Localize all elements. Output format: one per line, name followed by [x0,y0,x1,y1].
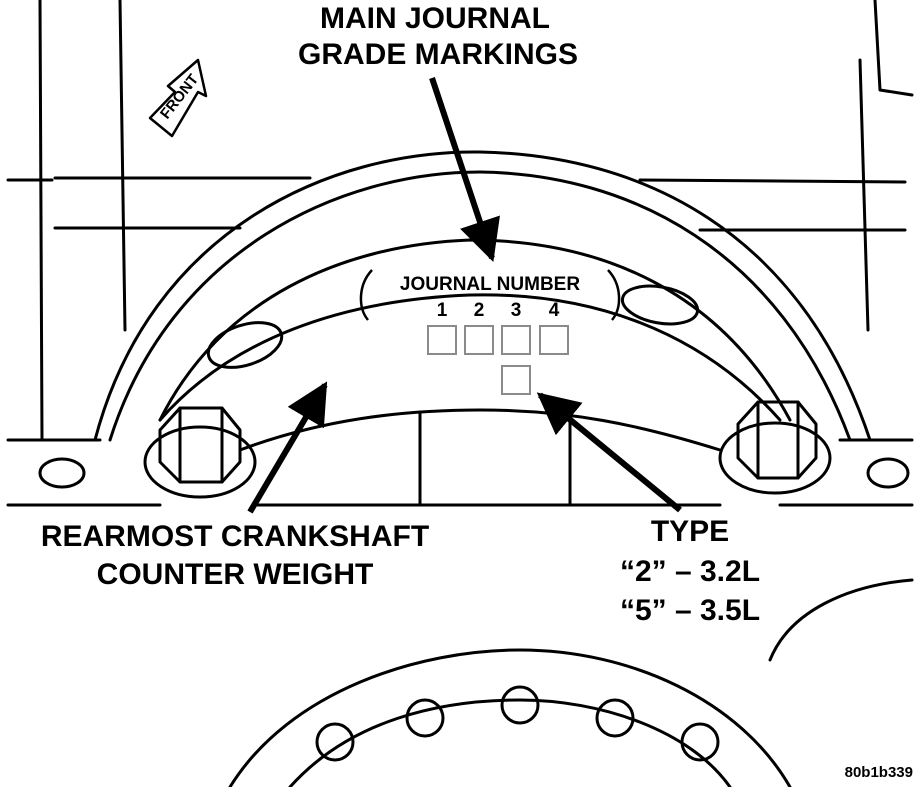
type-label-line3: “5” – 3.5L [619,594,761,627]
oval-hole-rail-right [866,457,910,489]
counterweight-arc-outer [93,150,872,442]
counterweight-arc-inner [158,293,782,422]
grade-box-3 [501,325,531,355]
flywheel-inner [288,698,732,787]
front-arrow-icon [148,58,208,138]
block-edge-left-inner [118,0,127,332]
counterweight-arc-2 [108,170,852,442]
flywheel-hole-1 [315,722,355,762]
bolt-right-head [736,400,818,480]
main-journal-label-line1: MAIN JOURNAL [320,2,550,35]
type-box [501,365,531,395]
main-journal-label-line2: GRADE MARKINGS [297,38,578,71]
oval-hole-left [206,321,284,369]
bolt-left-washer [143,425,257,499]
callout-arrow-type [536,392,682,513]
callout-arrow-icon [429,77,500,262]
bracket-right [607,269,621,321]
flywheel-hole-4 [595,698,635,738]
bolt-left-head [158,406,242,484]
flywheel-hole-3 [500,685,540,725]
bolt-right-facet [756,400,800,480]
block-edge-left-outer [38,0,44,442]
bracket-left [359,269,373,321]
journal-number-label: JOURNAL NUMBER [399,274,581,295]
flywheel-outer [228,648,792,787]
oval-hole-rail-left [38,457,86,489]
callout-arrow-rear [247,381,328,514]
type-label-line2: “2” – 3.2L [619,555,761,588]
journal-digit-3: 3 [510,300,522,321]
rearmost-label-line2: COUNTER WEIGHT [96,558,374,591]
grade-box-1 [427,325,457,355]
type-label-title: TYPE [650,515,730,548]
bolt-left-facet [178,406,224,484]
figure-id: 80b1b339 [844,764,913,781]
journal-digit-4: 4 [548,300,560,321]
block-edge-right [873,0,914,97]
block-edge-right-2 [858,58,870,332]
oval-hole-right [620,284,700,326]
pulley-arc [768,578,914,662]
bolt-right-washer [718,421,832,495]
journal-digit-2: 2 [473,300,485,321]
journal-cut [238,408,722,452]
flywheel-hole-5 [680,722,720,762]
grade-box-2 [464,325,494,355]
grade-box-4 [539,325,569,355]
flywheel-hole-2 [405,698,445,738]
cap-top-line-right [638,178,907,184]
rearmost-label-line1: REARMOST CRANKSHAFT [40,520,430,553]
journal-digit-1: 1 [436,300,448,321]
